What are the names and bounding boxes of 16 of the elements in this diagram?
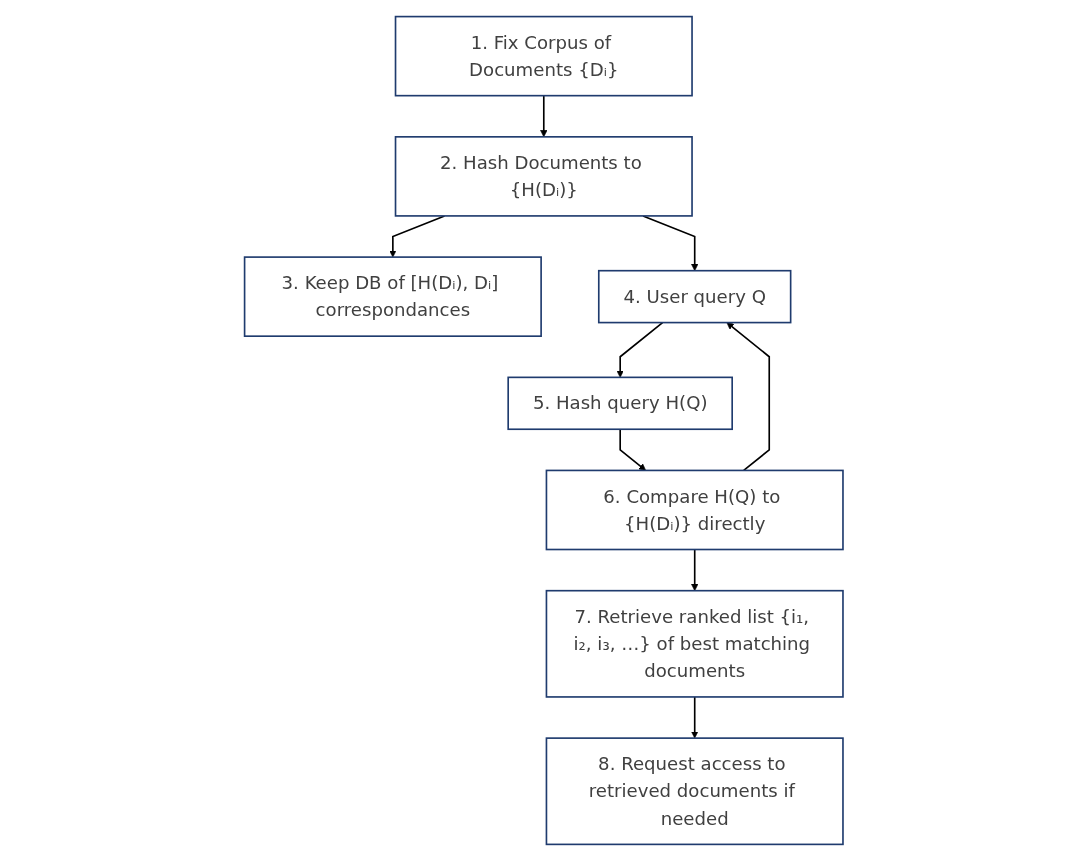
- arrow: [616, 321, 664, 378]
- node-box: 8. Request access to retrieved documents if needed: [545, 737, 844, 846]
- arrow: [691, 548, 699, 592]
- arrow: [726, 322, 771, 472]
- node-box: 3. Keep DB of [H(Dᵢ), Dᵢ] correspondances: [244, 256, 543, 337]
- node-box: 5. Hash query H(Q): [507, 376, 734, 431]
- node-box: 2. Hash Documents to {H(Dᵢ)}: [394, 136, 694, 217]
- arrow: [540, 94, 548, 138]
- node-box: 4. User query Q: [598, 269, 792, 324]
- node-box: 6. Compare H(Q) to {H(Dᵢ)} directly: [545, 469, 844, 551]
- arrow: [691, 696, 699, 739]
- arrow: [619, 428, 647, 471]
- node-box: 7. Retrieve ranked list {i₁, i₂, i₃, …} of best matching documents: [545, 589, 844, 698]
- node-box: 1. Fix Corpus of Documents {Dᵢ}: [394, 15, 694, 97]
- arrow: [389, 215, 446, 258]
- arrow: [642, 215, 699, 272]
